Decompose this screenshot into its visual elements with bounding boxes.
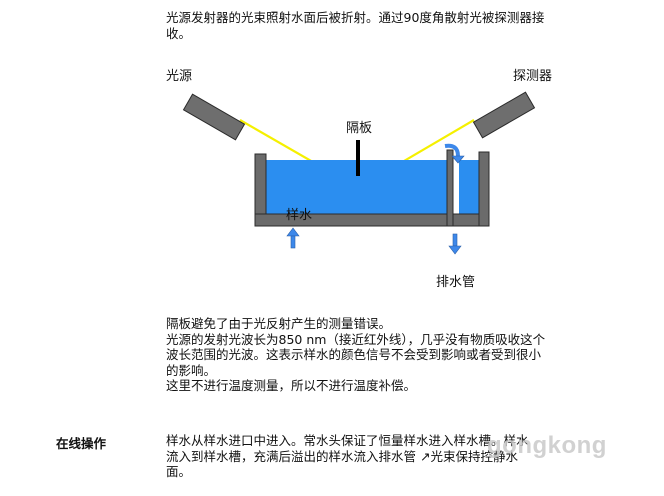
drain-arrow-icon (448, 233, 462, 255)
online-operation-heading: 在线操作 (56, 436, 107, 451)
notes-line-2: 光源的发射光波长为850 nm（接近红外线），几乎没有物质吸收这个 (166, 331, 546, 347)
intro-paragraph: 光源发射器的光束照射水面后被折射。通过90度角散射光被探测器接 收。 (166, 10, 544, 41)
overflow-channel-water (459, 160, 479, 214)
notes-line-3: 波长范围的光波。这表示样水的颜色信号不会受到影响或者受到很小 (166, 347, 542, 362)
notes-line-5: 这里不进行温度测量，所以不进行温度补偿。 (166, 378, 417, 393)
watermark: gongkong (487, 432, 607, 459)
overflow-arrow-head (451, 155, 465, 164)
online-line-3: 面。 (166, 464, 192, 479)
drain-channel (452, 151, 490, 227)
online-operation-paragraph: 样水从样水进口中进入。常水头保证了恒量样水进入样水槽。样水 流入到样水槽，充满后… (166, 433, 529, 480)
light-source-device (182, 93, 246, 141)
intro-line-1: 光源发射器的光束照射水面后被折射。通过90度角散射光被探测器接 (166, 10, 545, 25)
overflow-arrow-icon (444, 143, 460, 157)
notes-line-4: 的影响。 (166, 362, 217, 378)
baffle-label: 隔板 (346, 121, 372, 136)
detector-label: 探测器 (513, 69, 552, 84)
notes-line-1: 隔板避免了由于光反射产生的测量错误。 (166, 316, 392, 331)
sample-tank (254, 149, 454, 227)
online-line-2: 流入到样水槽，充满后溢出的样水流入排水管 ↗光束保持控静水 (166, 448, 518, 464)
drain-pipe-label: 排水管 (436, 275, 475, 290)
light-source-label: 光源 (166, 69, 192, 84)
notes-paragraph: 隔板避免了由于光反射产生的测量错误。 光源的发射光波长为850 nm（接近红外线… (166, 316, 545, 394)
baffle-plate (356, 140, 360, 176)
detector-device (472, 91, 536, 139)
intro-line-2: 收。 (166, 25, 192, 41)
online-line-1: 样水从样水进口中进入。常水头保证了恒量样水进入样水槽。样水 (166, 433, 529, 448)
sample-water-label: 样水 (286, 208, 312, 223)
inlet-arrow-icon (286, 227, 300, 249)
